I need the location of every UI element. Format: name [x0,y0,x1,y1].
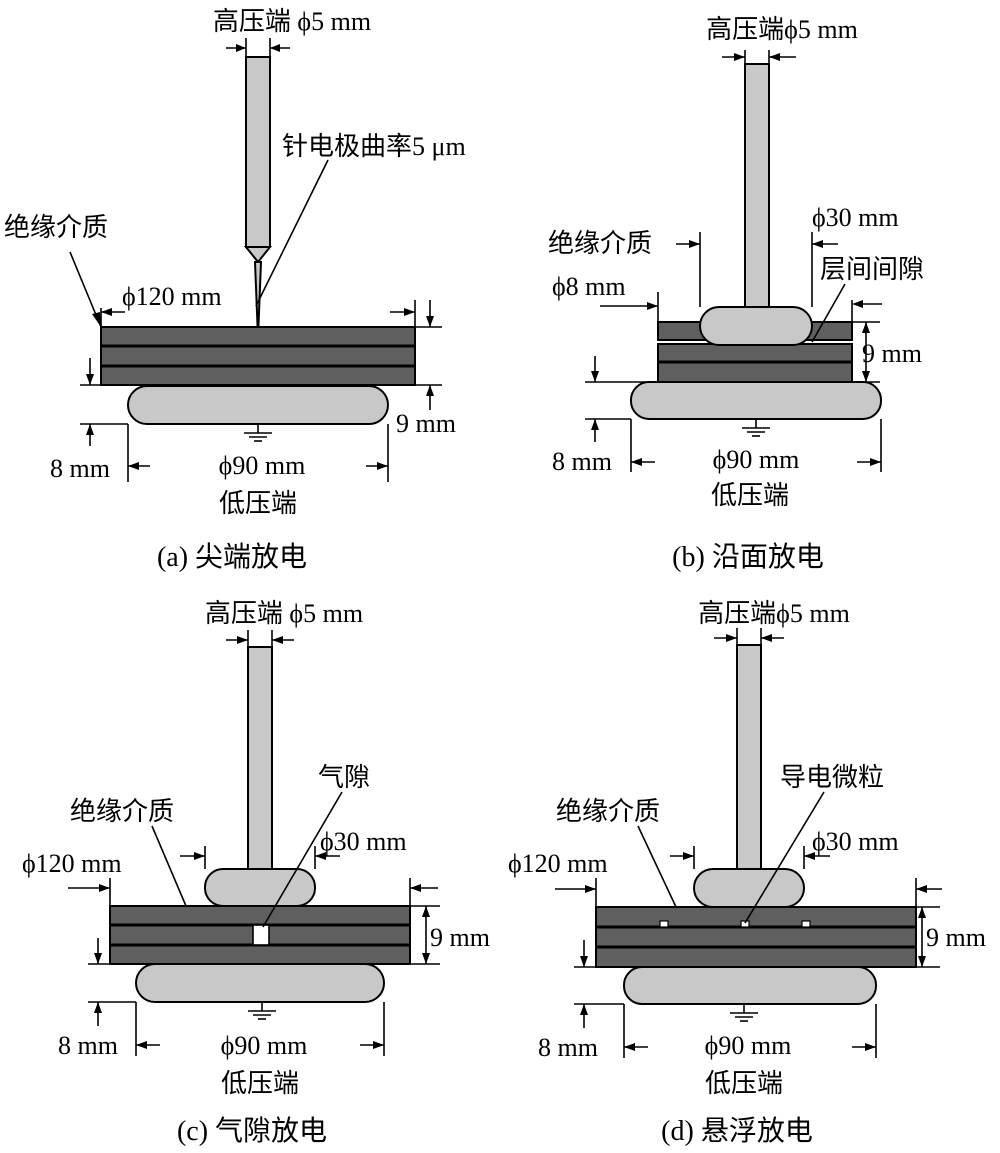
ground-electrode [623,966,877,1005]
dia30-label: ϕ30 mm [812,827,899,856]
ground-icon [244,432,272,442]
air-void [252,924,270,946]
dim8-label: 8 mm [538,1033,598,1062]
ground-electrode [135,963,385,1003]
panel-a: 高压端 ϕ5 mm 针电极曲率5 μm 绝缘介质 ϕ120 mm 9 mm 8 … [4,7,466,573]
panel-d: 高压端ϕ5 mm 导电微粒 绝缘介质 ϕ30 mm ϕ120 mm 9 mm [508,599,986,1147]
lv-label: 低压端 [219,489,297,518]
dim9-label: 9 mm [396,409,456,438]
dielectric-stack [595,906,917,968]
hv-electrode [693,868,805,908]
dia120-label: ϕ120 mm [122,282,222,311]
hv-rod [245,56,271,248]
dia90-label: ϕ90 mm [713,445,800,474]
dia8-label: ϕ8 mm [552,272,626,301]
dia90-label: ϕ90 mm [705,1031,792,1060]
dielectric-label: 绝缘介质 [548,229,652,258]
hv-rod [247,646,273,870]
dim9-label: 9 mm [862,339,922,368]
dim8-label: 8 mm [58,1031,118,1060]
lv-label: 低压端 [221,1069,299,1098]
ground-electrode [127,385,389,425]
particle-label: 导电微粒 [780,763,884,792]
hv-label: 高压端 ϕ5 mm [205,599,363,628]
needle-taper [243,246,273,264]
hv-rod [736,644,762,872]
caption-b: (b) 沿面放电 [672,541,824,573]
dim9-label: 9 mm [926,923,986,952]
dia120-label: ϕ120 mm [22,849,122,878]
dia90-label: ϕ90 mm [219,451,306,480]
lv-label: 低压端 [705,1069,783,1098]
hv-label: 高压端 ϕ5 mm [213,7,371,36]
hv-rod [744,63,770,309]
panel-c: 高压端 ϕ5 mm 气隙 绝缘介质 ϕ30 mm ϕ120 mm 9 mm [22,599,490,1147]
dia30-label: ϕ30 mm [320,827,407,856]
dielectric-stack [100,326,416,386]
panel-b: 高压端ϕ5 mm 绝缘介质 ϕ30 mm 层间间隙 ϕ8 mm 9 mm [548,15,924,573]
hv-electrode [699,306,813,346]
conductive-particles [659,920,811,928]
caption-d: (d) 悬浮放电 [661,1115,813,1147]
caption-a: (a) 尖端放电 [157,541,307,573]
dielectric-label: 绝缘介质 [4,213,108,242]
gap-label: 层间间隙 [820,255,924,284]
dia30-label: ϕ30 mm [812,203,899,232]
caption-c: (c) 气隙放电 [177,1115,327,1147]
dielectric-label: 绝缘介质 [556,797,660,826]
hv-label: 高压端ϕ5 mm [698,599,850,628]
needle-label: 针电极曲率5 μm [282,132,466,161]
hv-electrode [204,868,316,907]
dia120-label: ϕ120 mm [508,849,608,878]
dielectric-label: 绝缘介质 [70,797,174,826]
ground-icon [742,427,770,437]
ground-icon [730,1012,758,1022]
hv-label: 高压端ϕ5 mm [706,15,858,44]
void-label: 气隙 [318,763,370,792]
ground-electrode [630,381,882,420]
dia90-label: ϕ90 mm [221,1031,308,1060]
dim8-label: 8 mm [50,454,110,483]
lv-label: 低压端 [711,481,789,510]
dim8-label: 8 mm [552,447,612,476]
ground-icon [248,1010,276,1020]
dim9-label: 9 mm [430,923,490,952]
